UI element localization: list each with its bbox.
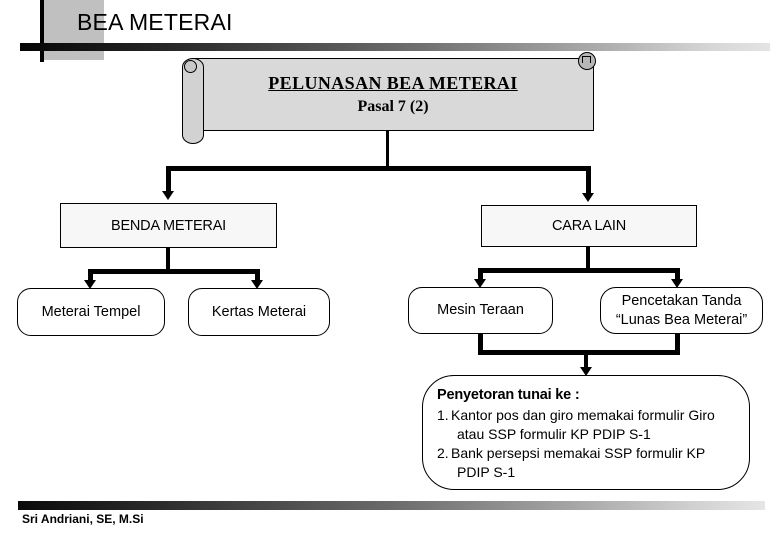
connector-cara-stem: [586, 247, 590, 271]
connector-level1-bus: [168, 166, 591, 171]
scroll-roll-left-icon: [182, 58, 204, 144]
node-mesin-teraan[interactable]: Mesin Teraan: [408, 287, 553, 334]
banner-text: PELUNASAN BEA METERAI Pasal 7 (2): [192, 58, 594, 131]
banner-subtitle: Pasal 7 (2): [357, 97, 429, 115]
banner-body: [192, 58, 594, 131]
connector-benda-right-drop: [255, 269, 260, 282]
connector-note-stem: [584, 350, 588, 369]
page-title: BEA METERAI: [77, 9, 233, 35]
node-kertas-meterai[interactable]: Kertas Meterai: [188, 288, 330, 336]
banner-title: PELUNASAN BEA METERAI: [268, 72, 518, 93]
list-item-text: Kantor pos dan giro memakai formulir Gir…: [451, 407, 715, 442]
arrow-to-cara-icon: [582, 193, 594, 202]
list-item-number: 1.: [437, 407, 449, 423]
arrow-to-note-icon: [580, 367, 592, 376]
header-gradient-bar: [20, 43, 770, 51]
connector-cara-left-drop: [478, 268, 483, 281]
arrow-to-pencetakan-icon: [671, 279, 683, 288]
footer-gradient-bar: [18, 501, 765, 510]
node-meterai-tempel[interactable]: Meterai Tempel: [17, 288, 165, 336]
list-item-text: Bank persepsi memakai SSP formulir KP PD…: [451, 445, 705, 480]
connector-to-benda: [166, 166, 171, 191]
list-item: 2.Bank persepsi memakai SSP formulir KP …: [437, 444, 737, 481]
note-title: Penyetoran tunai ke :: [437, 387, 580, 403]
connector-benda-left-drop: [88, 269, 93, 282]
connector-pencetakan-down: [675, 334, 680, 354]
connector-banner-stem: [386, 131, 389, 168]
node-benda-meterai[interactable]: BENDA METERAI: [60, 203, 277, 248]
connector-mesin-down: [478, 334, 483, 354]
node-cara-lain[interactable]: CARA LAIN: [481, 205, 697, 247]
list-item: 1.Kantor pos dan giro memakai formulir G…: [437, 406, 737, 443]
footer-author: Sri Andriani, SE, M.Si: [22, 512, 144, 526]
arrow-to-meterai-tempel-icon: [84, 280, 96, 289]
note-list: 1.Kantor pos dan giro memakai formulir G…: [437, 406, 737, 481]
arrow-to-benda-icon: [162, 191, 174, 200]
header-vertical-rule: [40, 0, 44, 62]
scroll-banner: PELUNASAN BEA METERAI Pasal 7 (2): [176, 50, 606, 150]
scroll-roll-left-curl-icon: [184, 60, 197, 73]
scroll-curl-right-detail-icon: [582, 56, 591, 63]
arrow-to-mesin-teraan-icon: [474, 279, 486, 288]
connector-cara-right-drop: [675, 268, 680, 281]
connector-benda-stem: [166, 248, 170, 272]
connector-cara-bus: [478, 268, 680, 273]
list-item-number: 2.: [437, 445, 449, 461]
connector-benda-bus: [88, 269, 260, 274]
node-penyetoran-tunai[interactable]: Penyetoran tunai ke : 1.Kantor pos dan g…: [422, 375, 750, 490]
arrow-to-kertas-meterai-icon: [251, 280, 263, 289]
connector-note-bus: [478, 350, 680, 355]
node-pencetakan-tanda[interactable]: Pencetakan Tanda “Lunas Bea Meterai”: [600, 287, 763, 334]
connector-to-cara: [586, 166, 591, 193]
